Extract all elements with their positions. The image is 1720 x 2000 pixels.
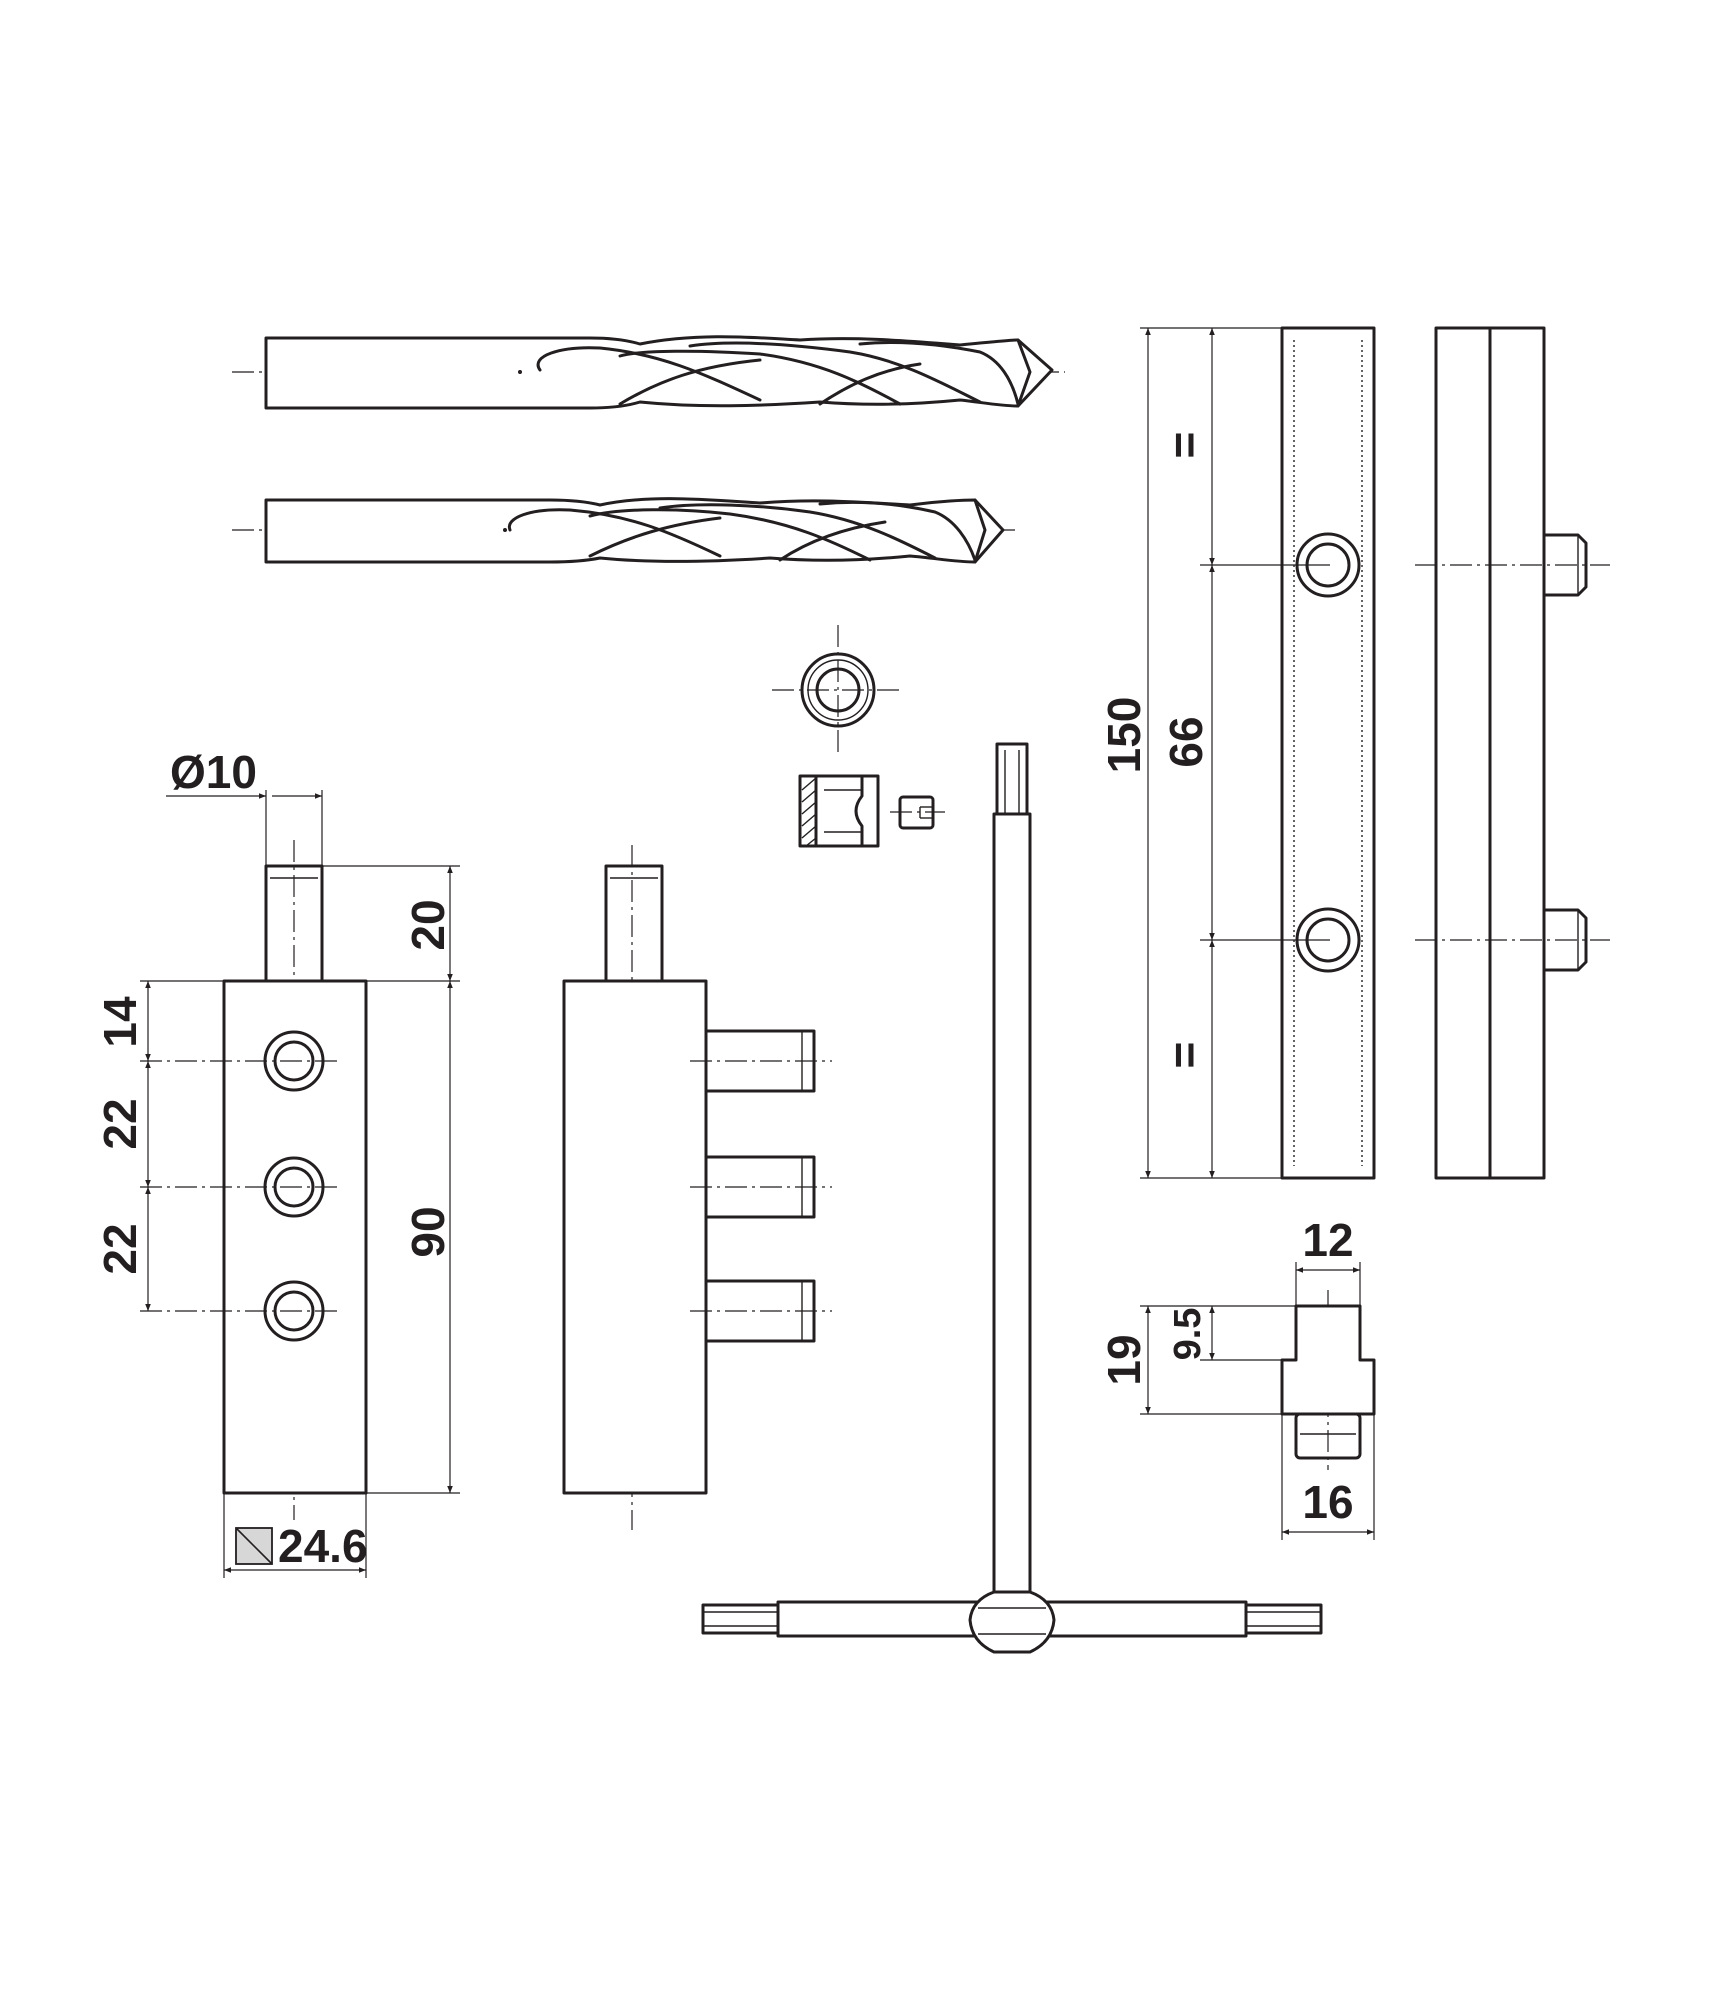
pin-length-label: 20 <box>402 899 454 950</box>
bushing-top-view <box>772 625 900 752</box>
hole-pitch-1-label: 22 <box>94 1098 146 1149</box>
t-handle-hex-key <box>701 742 1323 1654</box>
dimension-hole-spacing: 14 22 22 <box>94 980 224 1311</box>
guide-rail-front-view <box>1280 326 1376 1180</box>
stop-width-bottom-label: 16 <box>1302 1476 1353 1528</box>
bore-diameter-label: Ø10 <box>170 746 257 798</box>
dimension-rail: 150 66 = = <box>1098 327 1330 1179</box>
dimension-block-length: 90 <box>366 981 460 1494</box>
rail-hole-spacing-label: 66 <box>1160 716 1212 767</box>
guide-rail-side-view <box>1415 326 1610 1180</box>
hole-pitch-2-label: 22 <box>94 1223 146 1274</box>
stop-total-height-label: 19 <box>1098 1334 1150 1385</box>
drill-block-side-view <box>562 845 832 1530</box>
dimension-stop-collar: 12 19 9.5 16 <box>1098 1214 1375 1540</box>
rail-equal-bottom-label: = <box>1158 1042 1210 1069</box>
drill-bit-small <box>232 497 1015 564</box>
rail-equal-top-label: = <box>1158 432 1210 459</box>
drill-bit-large <box>232 335 1065 410</box>
dimension-bore-diameter: Ø10 <box>166 746 323 866</box>
block-square-label: 24.6 <box>278 1520 368 1572</box>
stop-collar-detail <box>1280 1290 1376 1470</box>
hole-offset-top-label: 14 <box>94 996 146 1048</box>
dimension-block-square: 24.6 <box>223 1493 368 1578</box>
stop-width-top-label: 12 <box>1302 1214 1353 1266</box>
stop-head-height-label: 9.5 <box>1167 1308 1209 1361</box>
rail-length-label: 150 <box>1098 697 1150 774</box>
bushing-section-view <box>798 774 945 848</box>
block-length-label: 90 <box>402 1206 454 1257</box>
dimension-pin-length: 20 <box>322 865 460 982</box>
square-section-icon <box>235 1527 273 1565</box>
drill-block-front-view <box>140 840 368 1520</box>
section-hatching <box>801 777 817 847</box>
